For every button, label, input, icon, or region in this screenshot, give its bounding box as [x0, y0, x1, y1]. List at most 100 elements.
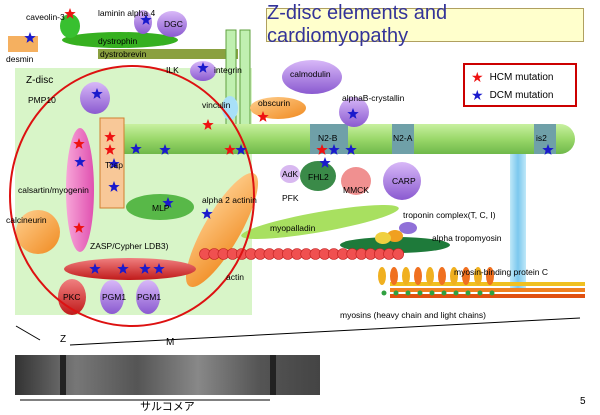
dystrophin-bar	[62, 32, 178, 48]
dcm-mutation-star	[89, 263, 101, 274]
myosin-head	[378, 267, 386, 285]
label-integrin: integrin	[214, 65, 242, 75]
label-calmodulin: calmodulin	[290, 69, 331, 79]
hcm-mutation-star	[73, 222, 85, 233]
dcm-mutation-star	[130, 143, 142, 154]
troponin-t	[387, 230, 403, 242]
pgm1a-shape	[100, 280, 124, 314]
label-alphab: alphaB-crystallin	[342, 93, 405, 103]
label-adk: AdK	[282, 169, 298, 179]
myosin-head	[426, 267, 434, 285]
hcm-mutation-star	[73, 138, 85, 149]
hcm-mutation-star	[64, 8, 76, 19]
myosin-head	[462, 267, 470, 285]
label-tropomyosin: alpha tropomyosin	[432, 233, 502, 243]
label-carp: CARP	[392, 176, 416, 186]
dcm-mutation-star	[117, 263, 129, 274]
mybpc-dot	[465, 290, 471, 296]
mybpc-dot	[405, 290, 411, 296]
label-ilk: ILK	[166, 65, 179, 75]
calmodulin-shape	[282, 60, 342, 94]
dcm-mutation-star	[108, 181, 120, 192]
myopalladin-shape	[241, 204, 399, 240]
label-pmp10: PMP10	[28, 95, 56, 105]
myosin-head	[438, 267, 446, 285]
hcm-mutation-star	[316, 144, 328, 155]
label-caveolin: caveolin-3	[26, 12, 65, 22]
z-band-1	[60, 355, 66, 395]
label-myopalladin: myopalladin	[270, 223, 316, 233]
dcm-mutation-star	[345, 144, 357, 155]
mmck-shape	[341, 167, 371, 195]
troponin-i	[375, 232, 391, 244]
dcm-mutation-star	[159, 144, 171, 155]
myosin-heads	[378, 267, 495, 296]
actin-filament	[199, 248, 405, 260]
dcm-mutation-star	[153, 263, 165, 274]
mybpc-dot	[429, 290, 435, 296]
hcm-mutation-star	[202, 119, 214, 130]
slide-title: Z-disc elements and cardiomyopathy	[266, 2, 584, 47]
dcm-mutation-star	[139, 263, 151, 274]
desmin-box	[8, 36, 38, 52]
label-tcap: Tcap	[105, 160, 123, 170]
laminin-shape	[134, 10, 152, 34]
mybpc-dot	[453, 290, 459, 296]
integrin-bar-2	[239, 29, 251, 129]
label-pkc: PKC	[63, 292, 80, 302]
distance-arrows	[15, 317, 581, 401]
hcm-star-icon: ★	[471, 69, 484, 85]
label-calcineurin: calcineurin	[6, 215, 47, 225]
dcm-mutation-star	[91, 88, 103, 99]
label-dystrophin: dystrophin	[98, 36, 137, 46]
label-calsartin: calsartin/myogenin	[18, 185, 89, 195]
dcm-mutation-star	[201, 208, 213, 219]
page-number: 5	[580, 396, 586, 407]
zasp-shape	[64, 258, 196, 280]
hcm-mutation-star	[257, 111, 269, 122]
dcm-mutation-star	[74, 156, 86, 167]
label-mmck: MMCK	[343, 185, 369, 195]
label-pgm1a: PGM1	[102, 292, 126, 302]
legend-dcm: ★ DCM mutation	[471, 87, 553, 103]
label-alpha2actinin: alpha 2 actinin	[202, 195, 257, 205]
myosin-head	[390, 267, 398, 285]
hcm-mutation-star	[104, 144, 116, 155]
caveolin-shape	[60, 14, 80, 38]
carp-shape	[383, 162, 421, 200]
dcm-mutation-star	[542, 144, 554, 155]
dcm-mutation-star	[108, 158, 120, 169]
label-pgm1b: PGM1	[137, 292, 161, 302]
myosin-head	[474, 267, 482, 285]
label-mybpc: myosin-binding protein C	[454, 267, 548, 277]
label-mlp: MLP	[152, 203, 170, 213]
m-line-bar	[510, 154, 526, 289]
dcm-mutation-star	[197, 62, 209, 73]
n2a-segment	[392, 124, 414, 154]
label-m: M	[166, 337, 174, 348]
label-fhl2: FHL2	[308, 172, 329, 182]
n2b-segment	[310, 124, 348, 154]
mybpc-dot	[381, 290, 387, 296]
legend-hcm: ★ HCM mutation	[471, 69, 553, 85]
label-dystrobrevin: dystrobrevin	[100, 49, 147, 59]
dcm-mutation-star	[347, 108, 359, 119]
label-obscurin: obscurin	[258, 98, 290, 108]
mybpc-dot	[417, 290, 423, 296]
slide-title-text: Z-disc elements and cardiomyopathy	[267, 2, 448, 47]
label-n2b: N2-B	[318, 133, 338, 143]
mybpc-dot	[477, 290, 483, 296]
dcm-mutation-star	[235, 144, 247, 155]
actin-bead	[392, 248, 405, 260]
mybpc-dot	[441, 290, 447, 296]
calsartin-shape	[66, 128, 94, 252]
pgm1b-shape	[136, 280, 160, 314]
label-n2a: N2-A	[393, 133, 413, 143]
adk-shape	[280, 165, 300, 183]
legend-hcm-label: HCM mutation	[489, 71, 554, 83]
ilk-shape	[190, 61, 216, 81]
label-pfk: PFK	[282, 193, 299, 203]
calcineurin-shape	[16, 210, 60, 254]
legend: ★ HCM mutation ★ DCM mutation	[463, 63, 577, 107]
